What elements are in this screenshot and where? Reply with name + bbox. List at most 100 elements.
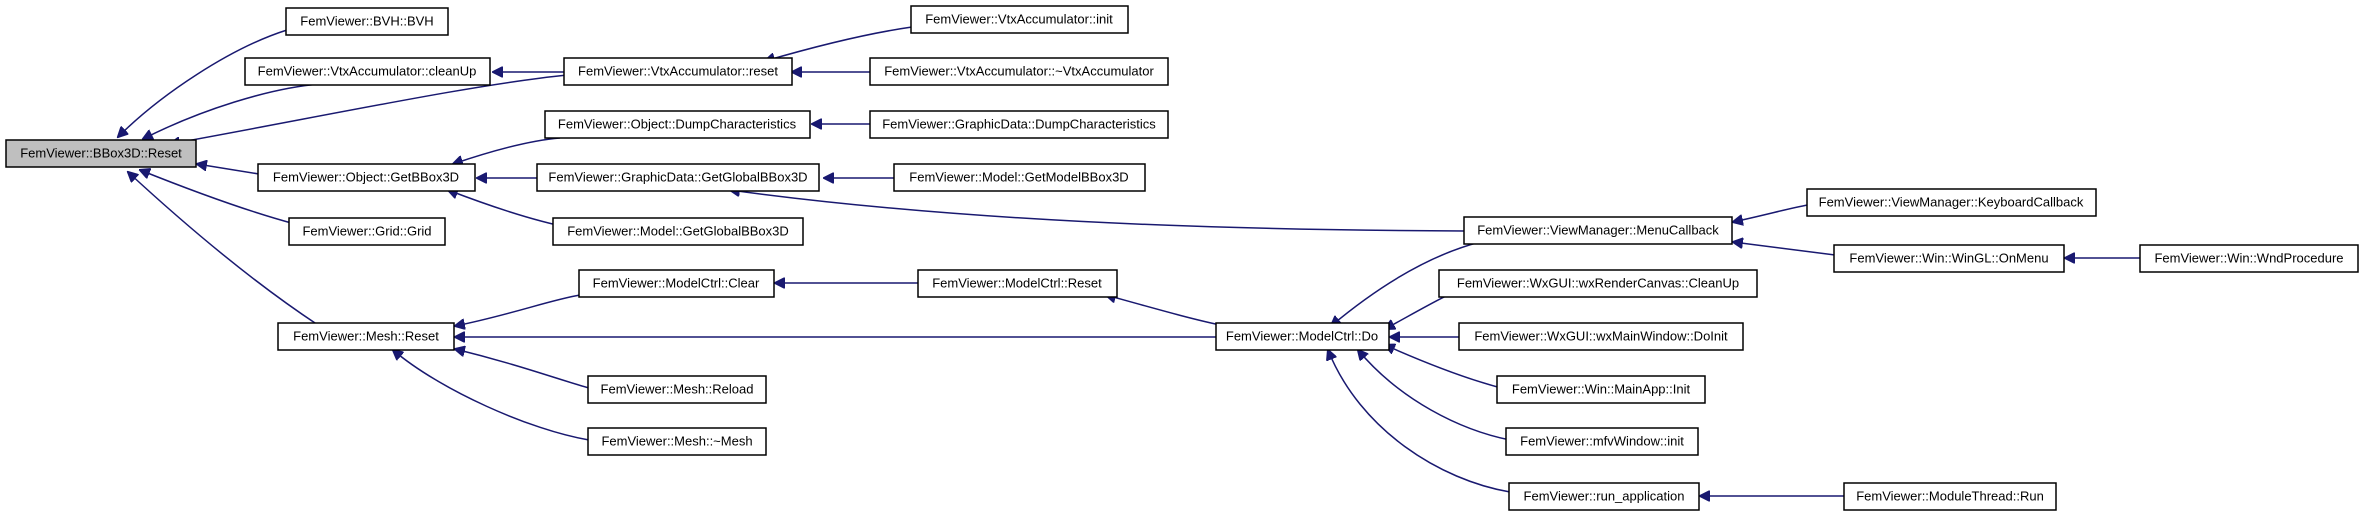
node-run-app-box xyxy=(1508,482,1700,511)
node-mc-clear-label: FemViewer::ModelCtrl::Clear xyxy=(593,276,760,291)
edge-grid-to-bbox-reset xyxy=(140,170,296,225)
edge-mesh-reset-to-bbox-reset xyxy=(128,172,319,326)
node-model-getglobal-label: FemViewer::Model::GetGlobalBBox3D xyxy=(567,224,789,239)
node-mainapp-init-box xyxy=(1496,375,1706,404)
edge-mesh-reload-to-mesh-reset xyxy=(455,349,590,389)
node-mainapp-init-label: FemViewer::Win::MainApp::Init xyxy=(1512,382,1691,397)
edge-obj-dump-to-obj-getbbox xyxy=(453,137,561,164)
node-win-wndproc-box xyxy=(2139,244,2359,273)
node-vtx-init[interactable]: FemViewer::VtxAccumulator::init xyxy=(910,5,1129,34)
node-vtx-dtor-box xyxy=(869,57,1169,86)
node-mesh-reload-box xyxy=(587,375,767,404)
node-model-getmodel-box xyxy=(893,163,1146,192)
edge-mesh-dtor-to-mesh-reset xyxy=(393,350,590,441)
node-obj-dump-box xyxy=(544,110,811,139)
node-model-getmodel[interactable]: FemViewer::Model::GetModelBBox3D xyxy=(893,163,1146,192)
edge-vm-menucb-to-mc-do xyxy=(1331,241,1481,326)
node-vtx-init-label: FemViewer::VtxAccumulator::init xyxy=(925,12,1113,27)
node-wingl-onmenu[interactable]: FemViewer::Win::WinGL::OnMenu xyxy=(1833,244,2065,273)
node-mesh-dtor-box xyxy=(587,427,767,456)
node-grid[interactable]: FemViewer::Grid::Grid xyxy=(288,217,446,246)
node-gd-getglobal-box xyxy=(536,163,820,192)
edge-vtx-cleanup-to-bbox-reset xyxy=(143,83,321,139)
node-mainapp-init[interactable]: FemViewer::Win::MainApp::Init xyxy=(1496,375,1706,404)
node-vtx-cleanup[interactable]: FemViewer::VtxAccumulator::cleanUp xyxy=(244,57,491,86)
node-bvh-label: FemViewer::BVH::BVH xyxy=(300,14,433,29)
node-mc-reset[interactable]: FemViewer::ModelCtrl::Reset xyxy=(917,269,1118,298)
node-module-run[interactable]: FemViewer::ModuleThread::Run xyxy=(1843,482,2057,511)
node-wingl-onmenu-label: FemViewer::Win::WinGL::OnMenu xyxy=(1849,251,2048,266)
edge-bvh-to-bbox-reset xyxy=(118,29,288,137)
node-obj-getbbox[interactable]: FemViewer::Object::GetBBox3D xyxy=(257,163,476,192)
node-wx-doinit[interactable]: FemViewer::WxGUI::wxMainWindow::DoInit xyxy=(1458,322,1744,351)
node-module-run-box xyxy=(1843,482,2057,511)
node-vm-menucb-label: FemViewer::ViewManager::MenuCallback xyxy=(1477,223,1719,238)
node-grid-label: FemViewer::Grid::Grid xyxy=(302,224,431,239)
edge-vtx-init-to-vtx-reset xyxy=(765,26,913,61)
node-vm-keycb-label: FemViewer::ViewManager::KeyboardCallback xyxy=(1819,195,2084,210)
node-vtx-init-box xyxy=(910,5,1129,34)
node-bvh-box xyxy=(285,7,449,36)
node-wx-cleanup[interactable]: FemViewer::WxGUI::wxRenderCanvas::CleanU… xyxy=(1438,269,1758,298)
node-bbox-reset[interactable]: FemViewer::BBox3D::Reset xyxy=(5,139,197,168)
node-mfv-init[interactable]: FemViewer::mfvWindow::init xyxy=(1505,427,1699,456)
edge-mainapp-init-to-mc-do xyxy=(1385,345,1506,390)
node-vtx-dtor[interactable]: FemViewer::VtxAccumulator::~VtxAccumulat… xyxy=(869,57,1169,86)
node-gd-dump[interactable]: FemViewer::GraphicData::DumpCharacterist… xyxy=(869,110,1169,139)
node-vtx-cleanup-box xyxy=(244,57,491,86)
node-wx-doinit-box xyxy=(1458,322,1744,351)
node-mc-reset-label: FemViewer::ModelCtrl::Reset xyxy=(932,276,1102,291)
edge-mc-clear-to-mesh-reset xyxy=(455,294,581,326)
node-gd-getglobal-label: FemViewer::GraphicData::GetGlobalBBox3D xyxy=(548,170,807,185)
node-vm-keycb[interactable]: FemViewer::ViewManager::KeyboardCallback xyxy=(1806,188,2097,217)
node-mc-do[interactable]: FemViewer::ModelCtrl::Do xyxy=(1215,322,1390,351)
node-gd-getglobal[interactable]: FemViewer::GraphicData::GetGlobalBBox3D xyxy=(536,163,820,192)
node-mesh-reload[interactable]: FemViewer::Mesh::Reload xyxy=(587,375,767,404)
node-bvh[interactable]: FemViewer::BVH::BVH xyxy=(285,7,449,36)
edge-mfv-init-to-mc-do xyxy=(1358,350,1511,441)
node-obj-dump-label: FemViewer::Object::DumpCharacteristics xyxy=(558,117,797,132)
node-mesh-dtor[interactable]: FemViewer::Mesh::~Mesh xyxy=(587,427,767,456)
node-mesh-dtor-label: FemViewer::Mesh::~Mesh xyxy=(601,434,752,449)
edges xyxy=(118,26,2141,496)
node-run-app-label: FemViewer::run_application xyxy=(1524,489,1685,504)
node-bbox-reset-label: FemViewer::BBox3D::Reset xyxy=(20,146,182,161)
node-wx-cleanup-label: FemViewer::WxGUI::wxRenderCanvas::CleanU… xyxy=(1457,276,1739,291)
node-model-getglobal-box xyxy=(552,217,804,246)
node-mesh-reset[interactable]: FemViewer::Mesh::Reset xyxy=(277,322,455,351)
node-vtx-reset-box xyxy=(563,57,793,86)
edge-obj-getbbox-to-bbox-reset xyxy=(197,164,260,175)
node-vm-menucb[interactable]: FemViewer::ViewManager::MenuCallback xyxy=(1463,216,1733,245)
node-gd-dump-label: FemViewer::GraphicData::DumpCharacterist… xyxy=(882,117,1156,132)
node-gd-dump-box xyxy=(869,110,1169,139)
node-mc-reset-box xyxy=(917,269,1118,298)
node-vtx-reset[interactable]: FemViewer::VtxAccumulator::reset xyxy=(563,57,793,86)
node-mesh-reload-label: FemViewer::Mesh::Reload xyxy=(601,382,754,397)
node-model-getmodel-label: FemViewer::Model::GetModelBBox3D xyxy=(909,170,1128,185)
node-module-run-label: FemViewer::ModuleThread::Run xyxy=(1856,489,2044,504)
edge-mc-do-to-mc-reset xyxy=(1106,295,1226,327)
node-obj-dump[interactable]: FemViewer::Object::DumpCharacteristics xyxy=(544,110,811,139)
node-mfv-init-label: FemViewer::mfvWindow::init xyxy=(1520,434,1684,449)
node-mfv-init-box xyxy=(1505,427,1699,456)
node-run-app[interactable]: FemViewer::run_application xyxy=(1508,482,1700,511)
node-mc-clear-box xyxy=(578,269,775,298)
node-mc-do-label: FemViewer::ModelCtrl::Do xyxy=(1226,329,1378,344)
node-vm-keycb-box xyxy=(1806,188,2097,217)
node-vtx-cleanup-label: FemViewer::VtxAccumulator::cleanUp xyxy=(258,64,477,79)
node-model-getglobal[interactable]: FemViewer::Model::GetGlobalBBox3D xyxy=(552,217,804,246)
node-win-wndproc-label: FemViewer::Win::WndProcedure xyxy=(2154,251,2343,266)
node-wx-cleanup-box xyxy=(1438,269,1758,298)
node-vtx-reset-label: FemViewer::VtxAccumulator::reset xyxy=(578,64,778,79)
node-vtx-dtor-label: FemViewer::VtxAccumulator::~VtxAccumulat… xyxy=(884,64,1154,79)
node-mesh-reset-box xyxy=(277,322,455,351)
node-mesh-reset-label: FemViewer::Mesh::Reset xyxy=(293,329,439,344)
node-mc-clear[interactable]: FemViewer::ModelCtrl::Clear xyxy=(578,269,775,298)
node-bbox-reset-box xyxy=(5,139,197,168)
node-grid-box xyxy=(288,217,446,246)
edge-vtx-reset-to-bbox-reset xyxy=(170,74,568,144)
edge-vm-keycb-to-vm-menucb xyxy=(1733,204,1809,222)
node-wingl-onmenu-box xyxy=(1833,244,2065,273)
node-wx-doinit-label: FemViewer::WxGUI::wxMainWindow::DoInit xyxy=(1474,329,1728,344)
node-win-wndproc[interactable]: FemViewer::Win::WndProcedure xyxy=(2139,244,2359,273)
